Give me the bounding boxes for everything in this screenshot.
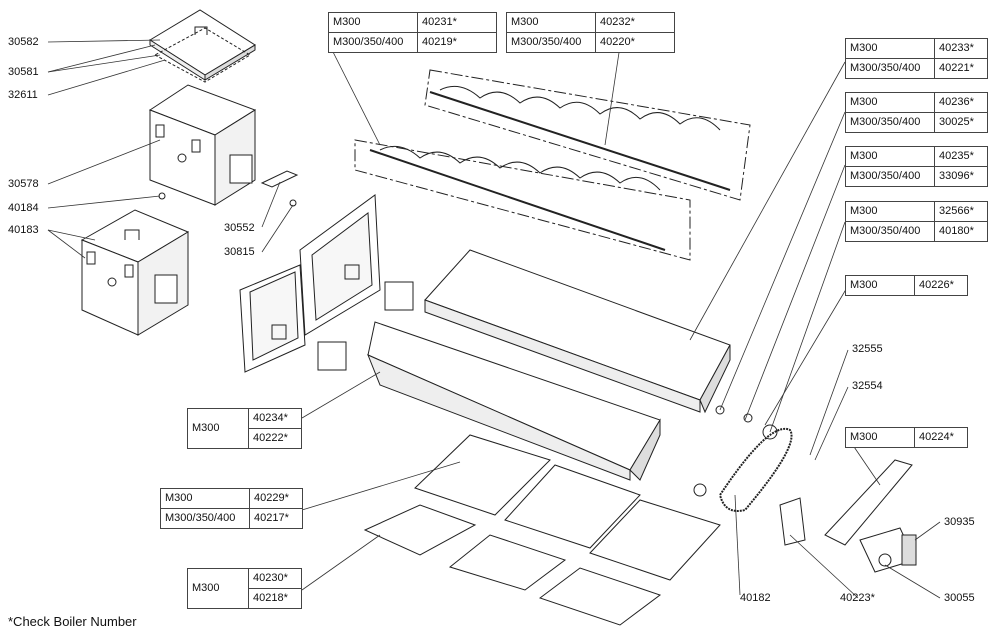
label-40183: 40183: [8, 224, 39, 236]
table-cell: M300: [328, 12, 418, 33]
label-40223: 40223*: [840, 592, 875, 604]
table-cell: 40229*: [249, 488, 303, 509]
table-cell: M300: [160, 488, 250, 509]
hopper-lower: [80, 209, 190, 336]
table-cell: 30025*: [934, 112, 988, 133]
table-cell: M300/350/400: [328, 32, 418, 53]
auger-upper: [424, 69, 751, 201]
label-32554: 32554: [852, 380, 883, 392]
label-30055: 30055: [944, 592, 975, 604]
table-cell: M300: [506, 12, 596, 33]
table-cell: M300: [187, 408, 249, 449]
table-cell: 40220*: [595, 32, 675, 53]
table-cell: 33096*: [934, 166, 988, 187]
trough-upper: [424, 249, 731, 414]
table-cell: M300/350/400: [845, 58, 935, 79]
hopper-lid: [149, 9, 256, 83]
table-cell: M300: [845, 92, 935, 113]
table-cell: M300/350/400: [845, 112, 935, 133]
label-30578: 30578: [8, 178, 39, 190]
table-cell: 32566*: [934, 201, 988, 222]
table-cell: 40180*: [934, 221, 988, 242]
label-40182: 40182: [740, 592, 771, 604]
table-cell: 40226*: [914, 275, 968, 296]
label-32611: 32611: [8, 89, 38, 101]
table-cell: 40234*: [248, 408, 302, 429]
table-cell: M300/350/400: [845, 221, 935, 242]
label-40184: 40184: [8, 202, 39, 214]
table-cell: M300: [845, 275, 915, 296]
leader-lines: [47, 39, 941, 599]
chain-drive: [693, 405, 917, 573]
table-cell: 40230*: [248, 568, 302, 589]
table-cell: 40236*: [934, 92, 988, 113]
table-cell: M300/350/400: [506, 32, 596, 53]
label-30552: 30552: [224, 222, 255, 234]
table-cell: 40218*: [248, 588, 302, 609]
table-cell: M300: [845, 201, 935, 222]
table-cell: 40231*: [417, 12, 497, 33]
table-cell: M300/350/400: [845, 166, 935, 187]
table-cell: M300: [845, 38, 935, 59]
table-cell: 40217*: [249, 508, 303, 529]
gearboxes: [317, 281, 414, 371]
footnote: *Check Boiler Number: [8, 614, 137, 629]
label-30582: 30582: [8, 36, 39, 48]
auger-lower: [354, 139, 691, 261]
table-cell: M300: [187, 568, 249, 609]
label-30581: 30581: [8, 66, 39, 78]
table-cell: 40224*: [914, 427, 968, 448]
hopper-body: [148, 84, 257, 206]
label-30815: 30815: [224, 246, 255, 258]
table-cell: M300: [845, 146, 935, 167]
table-cell: 40235*: [934, 146, 988, 167]
table-cell: 40233*: [934, 38, 988, 59]
table-cell: 40221*: [934, 58, 988, 79]
table-cell: M300/350/400: [160, 508, 250, 529]
table-cell: 40219*: [417, 32, 497, 53]
floor-plates: [363, 434, 721, 626]
label-30935: 30935: [944, 516, 975, 528]
trough-lower: [367, 321, 661, 481]
table-cell: 40232*: [595, 12, 675, 33]
table-cell: M300: [845, 427, 915, 448]
label-32555: 32555: [852, 343, 883, 355]
end-plates: [239, 194, 381, 373]
table-cell: 40222*: [248, 428, 302, 449]
